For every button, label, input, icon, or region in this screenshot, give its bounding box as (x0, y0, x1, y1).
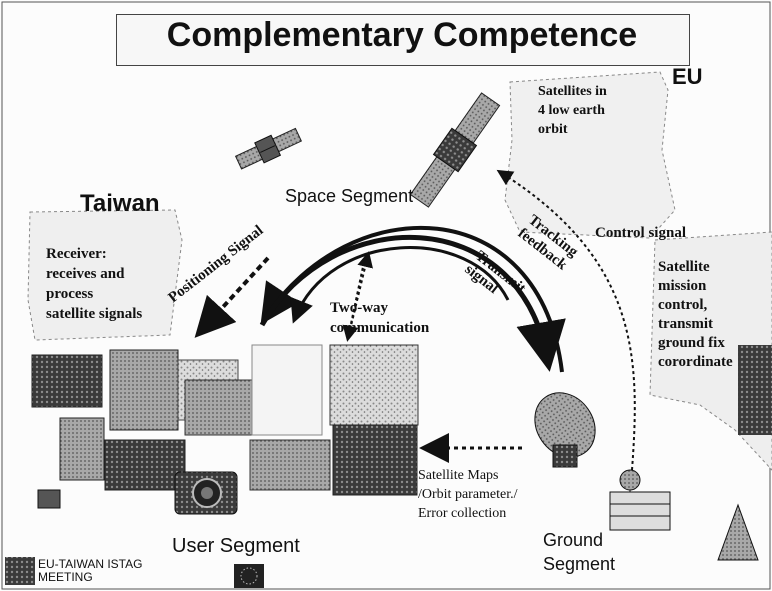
ground-dish-icon (534, 392, 596, 468)
satellite-maps-label: Satellite Maps /Orbit parameter./ Error … (418, 468, 518, 521)
two-way-communication-label: Two-way communication (330, 300, 430, 336)
photo-map-2 (177, 359, 239, 421)
photo-trucks (184, 379, 264, 436)
tracking-feedback-label: Tracking feedback (514, 212, 581, 274)
taiwan-label: Taiwan (80, 190, 160, 217)
photo-gps-device (31, 354, 103, 408)
receiver-note: Receiver: receives and process satellite… (46, 246, 143, 322)
ground-segment-label: Ground Segment (543, 530, 616, 574)
user-segment-label: User Segment (172, 535, 300, 557)
eu-label: EU (672, 64, 703, 89)
photo-chip (37, 489, 61, 509)
photo-atlas (329, 344, 419, 426)
camera-icon (174, 471, 238, 515)
satellite-left-icon (234, 127, 303, 170)
title-box (116, 14, 690, 66)
space-segment-label: Space Segment (285, 186, 414, 206)
photo-handheld (59, 417, 105, 481)
photo-city (104, 439, 186, 491)
right-dish-photo (738, 345, 772, 435)
photo-network (251, 344, 323, 436)
photo-map-1 (109, 349, 179, 431)
photo-street (249, 439, 331, 491)
ground-station-icon (609, 469, 671, 531)
photo-terrain (332, 424, 418, 496)
positioning-signal-label: Positioning Signal (165, 222, 267, 307)
control-signal-label: Control signal (595, 225, 686, 241)
eu-flag-logo (234, 564, 264, 588)
satellite-right-icon (409, 92, 501, 208)
mission-control-note: Satellite mission control, transmit grou… (658, 259, 733, 370)
satellites-note: Satellites in 4 low earth orbit (538, 84, 607, 137)
footer-meeting-text: EU-TAIWAN ISTAG MEETING (38, 557, 143, 584)
slide-title: Complementary Competence (166, 16, 638, 54)
control-signal-arrow (496, 169, 636, 471)
antenna-icon (717, 503, 759, 561)
transmit-signal-label: Transmit signal (461, 248, 529, 298)
istag-logo (5, 557, 35, 585)
